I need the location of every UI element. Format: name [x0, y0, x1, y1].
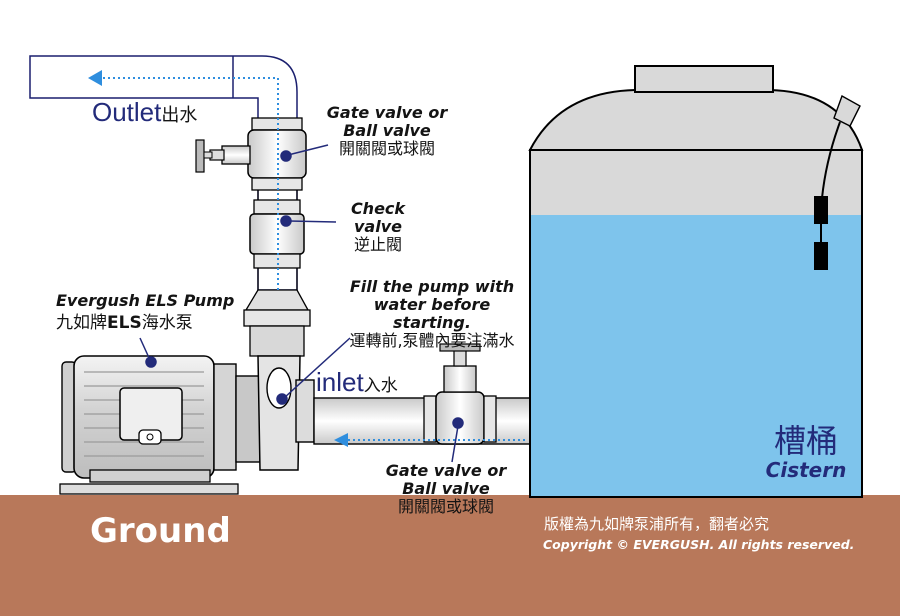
outlet-label: Outlet出水	[92, 97, 198, 127]
copyright-en: Copyright © EVERGUSH. All rights reserve…	[543, 537, 855, 552]
ground-band	[0, 495, 900, 616]
outlet-zh-text: 出水	[161, 105, 198, 126]
fill-note-zh: 運轉前,泵體內要注滿水	[349, 330, 515, 350]
bottom-gate-valve-en-line2: Ball valve	[402, 478, 490, 498]
pump-zh-part2: 海水泵	[141, 312, 193, 333]
outlet-flow-arrow	[88, 70, 279, 290]
bottom-gate-valve-zh: 開關閥或球閥	[397, 496, 494, 516]
pump-discharge-flange	[243, 289, 311, 357]
pump-motor	[59, 355, 261, 495]
cistern-label: 槽桶 Cistern	[760, 422, 852, 483]
fill-pump-note: Fill the pump with water before starting…	[334, 278, 530, 350]
outlet-text: Outlet	[92, 97, 162, 127]
cistern-zh: 槽桶	[773, 422, 838, 460]
check-valve-zh: 逆止閥	[353, 234, 402, 254]
pump-label: Evergush ELS Pump 九如牌ELS海水泵	[56, 292, 234, 333]
pump-en: Evergush ELS Pump	[56, 291, 235, 310]
top-gate-valve-en-line1: Gate valve or	[326, 103, 448, 122]
inlet-text: inlet	[316, 367, 364, 397]
pump-casing	[257, 355, 315, 471]
pump-zh-part1: 九如牌	[56, 312, 107, 333]
bottom-gate-valve	[423, 343, 497, 445]
inlet-label: inlet入水	[316, 367, 398, 397]
bottom-gate-valve-en-line1: Gate valve or	[385, 461, 507, 480]
inlet-flow-arrow	[334, 433, 525, 447]
ground-label: Ground	[90, 511, 231, 551]
fill-note-en-line2: water before starting.	[373, 294, 491, 332]
bottom-gate-valve-label: Gate valve or Ball valve 開關閥或球閥	[380, 462, 512, 516]
check-valve-label: Check valve 逆止閥	[338, 200, 418, 254]
copyright-zh: 版權為九如牌泵浦所有，翻者必究	[544, 515, 770, 533]
callout-pointers	[139, 144, 464, 463]
float-switch	[814, 94, 861, 270]
water-level	[531, 215, 861, 496]
cistern-en: Cistern	[765, 458, 847, 483]
check-valve-en-line2: valve	[354, 216, 402, 236]
top-gate-valve-label: Gate valve or Ball valve 開關閥或球閥	[323, 104, 451, 158]
cistern-tank	[528, 65, 864, 498]
top-gate-valve-en-line2: Ball valve	[343, 120, 431, 140]
inlet-zh-text: 入水	[363, 376, 398, 396]
check-valve-en-line1: Check	[350, 199, 406, 218]
pump-zh: 九如牌ELS海水泵	[56, 312, 234, 333]
top-gate-valve-zh: 開關閥或球閥	[338, 138, 435, 158]
fill-note-en-line1: Fill the pump with	[349, 277, 515, 296]
pump-zh-brand: ELS	[107, 312, 142, 333]
